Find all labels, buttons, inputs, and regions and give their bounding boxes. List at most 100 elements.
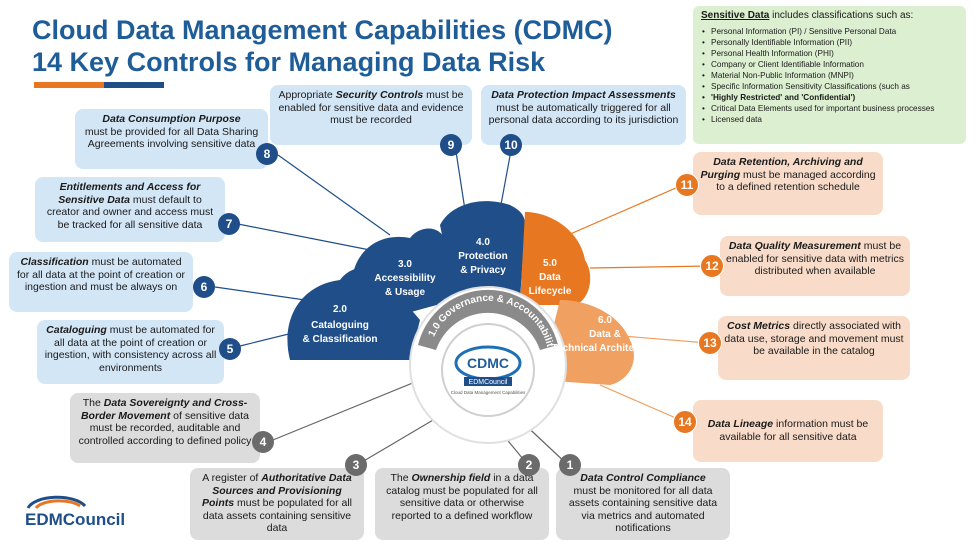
legend-item: Material Non-Public Information (MNPI): [702, 70, 958, 81]
segment-cataloguing-name1: Cataloguing: [311, 320, 369, 331]
segment-architecture-name1: Data &: [589, 329, 621, 340]
control-13-title: Cost Metrics: [727, 320, 791, 332]
cdmc-logo-sub1: EDMCouncil: [469, 379, 508, 386]
control-4-pre: The: [82, 397, 104, 409]
edmcouncil-logo: EDMCouncil: [25, 510, 126, 529]
control-11-text: must be managed according to a defined r…: [716, 168, 876, 194]
segment-accessibility-num: 3.0: [398, 259, 412, 270]
control-2-pre: The: [390, 472, 412, 484]
segment-accessibility-shape: [352, 228, 455, 315]
control-box-14: Data Lineage information must be availab…: [693, 400, 883, 462]
control-box-7: Entitlements and Access for Sensitive Da…: [35, 177, 225, 242]
control-box-8: Data Consumption Purpose must be provide…: [75, 109, 268, 169]
legend-heading-rest: includes classifications such as:: [769, 10, 914, 21]
segment-accessibility-name1: Accessibility: [374, 273, 436, 284]
sensitive-data-legend: Sensitive Data includes classifications …: [693, 6, 966, 144]
control-box-3: A register of Authoritative Data Sources…: [190, 468, 364, 540]
segment-protection-name2: & Privacy: [460, 265, 506, 276]
control-6-number: 6: [193, 276, 215, 298]
control-11-number: 11: [675, 173, 699, 197]
control-1-text: must be monitored for all data assets co…: [568, 484, 718, 535]
segment-protection-shape: [440, 201, 525, 300]
control-10-number: 10: [500, 134, 522, 156]
legend-heading: Sensitive Data includes classifications …: [701, 10, 958, 21]
control-6-text: must be automated for all data at the po…: [16, 256, 186, 293]
control-box-9: Appropriate Security Controls must be en…: [270, 85, 472, 145]
segment-accessibility-name2: & Usage: [385, 287, 425, 298]
control-2-text: in a data catalog must be populated for …: [386, 472, 538, 522]
legend-item: Critical Data Elements used for importan…: [702, 103, 958, 114]
control-7-number: 7: [218, 213, 240, 235]
control-14-number: 14: [673, 410, 697, 434]
segment-architecture-num: 6.0: [598, 315, 612, 326]
control-4-text: of sensitive data must be recorded, audi…: [78, 409, 252, 447]
title-underline-orange: [34, 82, 104, 88]
control-2-title: Ownership field: [411, 472, 491, 484]
control-10-text: must be automatically triggered for all …: [488, 101, 679, 127]
control-box-4: The Data Sovereignty and Cross-Border Mo…: [70, 393, 260, 463]
control-12-text: must be enabled for sensitive data with …: [726, 240, 905, 277]
cdmc-logo-sub2: Cloud Data Management Capabilities: [451, 390, 526, 395]
segment-lifecycle-name1: Data: [539, 272, 561, 283]
legend-heading-bold: Sensitive Data: [701, 10, 770, 21]
control-1-title: Data Control Compliance: [580, 472, 706, 484]
legend-item: Company or Client Identifiable Informati…: [702, 59, 958, 70]
page-title: Cloud Data Management Capabilities (CDMC…: [32, 14, 613, 78]
control-12-title: Data Quality Measurement: [728, 240, 861, 252]
control-13-text: directly associated with data use, stora…: [724, 320, 904, 357]
control-box-12: Data Quality Measurement must be enabled…: [720, 236, 910, 296]
control-6-title: Classification: [20, 256, 89, 268]
segment-lifecycle-shape: [520, 212, 591, 305]
control-4-title: Data Sovereignty and Cross-Border Moveme…: [80, 397, 248, 422]
control-3-number: 3: [345, 454, 367, 476]
title-underline-blue: [104, 82, 164, 88]
control-box-10: Data Protection Impact Assessments must …: [481, 85, 686, 145]
governance-ring: [418, 289, 558, 350]
control-5-text: must be automated for all data at the po…: [44, 324, 217, 374]
segment-cataloguing-num: 2.0: [333, 304, 347, 315]
control-5-title: Cataloguing: [46, 324, 107, 336]
control-4-number: 4: [252, 431, 274, 453]
control-1-number: 1: [559, 454, 581, 476]
control-8-title: Data Consumption Purpose: [102, 113, 241, 125]
control-box-11: Data Retention, Archiving and Purging mu…: [693, 152, 883, 215]
control-box-6: Classification must be automated for all…: [9, 252, 193, 312]
control-8-text: must be provided for all Data Sharing Ag…: [84, 125, 259, 151]
title-line-2: 14 Key Controls for Managing Data Risk: [32, 47, 546, 77]
legend-item: Personal Health Information (PHI): [702, 48, 958, 59]
cdmc-logo-text: CDMC: [467, 355, 509, 371]
control-box-5: Cataloguing must be automated for all da…: [37, 320, 224, 384]
control-7-text: must default to creator and owner and ac…: [46, 193, 214, 231]
control-7-title: Entitlements and Access for Sensitive Da…: [58, 181, 201, 206]
control-14-title: Data Lineage: [707, 418, 774, 430]
segment-architecture-name2: Technical Architecture: [552, 343, 659, 354]
legend-item: Personally Identifiable Information (PII…: [702, 37, 958, 48]
legend-item: Specific Information Sensitivity Classif…: [702, 81, 958, 92]
control-box-1: Data Control Compliance must be monitore…: [556, 468, 730, 540]
control-14-text: information must be available for all se…: [719, 418, 869, 443]
control-11-title: Data Retention, Archiving and Purging: [700, 156, 863, 181]
control-9-title: Security Controls: [335, 89, 424, 101]
control-9-text: must be enabled for sensitive data and e…: [278, 89, 464, 126]
control-13-number: 13: [698, 331, 722, 355]
segment-protection-name1: Protection: [458, 251, 507, 262]
legend-item: Personal Information (PI) / Sensitive Pe…: [702, 26, 958, 37]
control-9-pre: Appropriate: [278, 89, 336, 101]
legend-item: Licensed data: [702, 114, 958, 125]
legend-item-continued: 'Highly Restricted' and 'Confidential'): [702, 92, 958, 103]
control-box-13: Cost Metrics directly associated with da…: [718, 316, 910, 380]
control-2-number: 2: [518, 454, 540, 476]
control-3-title: Authoritative Data Sources and Provision…: [201, 472, 352, 509]
segment-protection-num: 4.0: [476, 237, 490, 248]
control-9-number: 9: [440, 134, 462, 156]
edmcouncil-logo-arc: [26, 495, 87, 509]
control-8-number: 8: [256, 143, 278, 165]
control-10-title: Data Protection Impact Assessments: [491, 89, 676, 101]
title-line-1: Cloud Data Management Capabilities (CDMC…: [32, 15, 613, 45]
control-5-number: 5: [219, 338, 241, 360]
control-3-text: must be populated for all data assets co…: [202, 497, 352, 534]
control-12-number: 12: [700, 254, 724, 278]
segment-cataloguing-name2: & Classification: [302, 334, 377, 345]
control-box-2: The Ownership field in a data catalog mu…: [375, 468, 549, 540]
